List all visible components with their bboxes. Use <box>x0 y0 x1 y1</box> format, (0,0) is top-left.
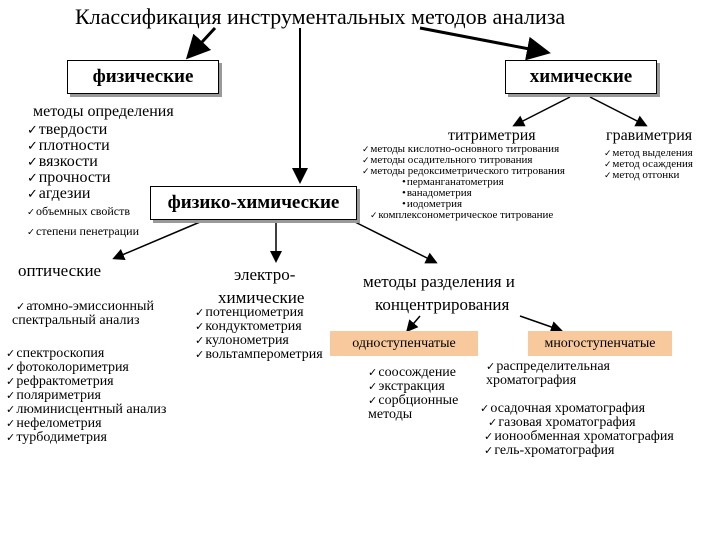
list-item: распределительная <box>486 360 610 374</box>
titrimetry-heading: титриметрия <box>448 127 536 144</box>
gravimetry-list: метод выделения метод осаждения метод от… <box>604 148 693 181</box>
list-item: перманганатометрия <box>362 177 565 188</box>
list-item: методы осадительного титрования <box>362 155 565 166</box>
list-item: ионообменная хроматография <box>480 430 673 444</box>
list-item: методы редоксиметрического титрования <box>362 166 565 177</box>
list-item: вязкости <box>27 154 139 170</box>
list-item: кулонометрия <box>195 334 323 348</box>
multi-stage-first: распределительная хроматография <box>486 360 610 388</box>
list-item: сорбционные <box>368 394 458 408</box>
list-item: хроматография <box>486 373 577 388</box>
electro-heading-2: химические <box>218 288 305 307</box>
single-stage-list: соосождение экстракция сорбционные метод… <box>368 366 458 422</box>
physical-methods-box: физические <box>67 60 219 94</box>
list-item: турбодиметрия <box>6 431 166 445</box>
gravimetry-heading: гравиметрия <box>606 127 693 144</box>
list-item: ванадометрия <box>362 188 565 199</box>
physical-heading: методы определения <box>33 103 174 120</box>
multi-stage-box: многоступенчатые <box>528 331 672 356</box>
list-item: спектральный анализ <box>12 313 140 328</box>
separation-heading-1: методы разделения и <box>363 272 515 291</box>
page-title: Классификация инструментальных методов а… <box>75 4 566 29</box>
list-item: фотоколориметрия <box>6 361 166 375</box>
multi-stage-list: осадочная хроматография газовая хроматог… <box>480 402 674 458</box>
chemical-methods-box: химические <box>505 60 657 94</box>
list-item: спектроскопия <box>6 347 166 361</box>
list-item: вольтамперометрия <box>195 348 322 362</box>
list-item: газовая хроматография <box>480 416 674 430</box>
list-item: рефрактометрия <box>6 375 166 389</box>
list-item: кондуктометрия <box>195 320 323 334</box>
optical-list: спектроскопия фотоколориметрия рефрактом… <box>6 347 166 445</box>
electro-heading-1: электро- <box>234 265 296 284</box>
separation-heading-2: концентрирования <box>375 295 510 314</box>
list-item: прочности <box>27 170 139 186</box>
list-item: осадочная хроматография <box>480 402 674 416</box>
list-item: плотности <box>27 138 139 154</box>
single-stage-box: одноступенчатые <box>330 331 478 356</box>
list-item: степени пенетрации <box>27 222 139 242</box>
list-item: потенциометрия <box>195 306 323 320</box>
list-item: нефелометрия <box>6 417 166 431</box>
list-item: гель-хроматография <box>480 444 674 458</box>
list-item: соосождение <box>368 366 458 380</box>
physical-list: твердости плотности вязкости прочности а… <box>27 122 139 242</box>
list-item: атомно-эмиссионный <box>12 300 154 314</box>
optical-heading: оптические <box>18 261 102 280</box>
physchem-methods-box: физико-химические <box>150 186 357 220</box>
list-item: иодометрия <box>362 199 565 210</box>
list-item: объемных свойств <box>27 202 139 222</box>
electro-list: потенциометрия кондуктометрия кулонометр… <box>195 306 323 362</box>
list-item: поляриметрия <box>6 389 166 403</box>
list-item: агдезии <box>27 186 139 202</box>
list-item: методы кислотно-основного титрования <box>362 144 565 155</box>
list-item: метод отгонки <box>604 170 693 181</box>
titrimetry-list: методы кислотно-основного титрования мет… <box>362 144 565 221</box>
list-item: люминисцентный анализ <box>6 403 166 417</box>
list-item: метод выделения <box>604 148 693 159</box>
optical-first: атомно-эмиссионный спектральный анализ <box>12 300 154 328</box>
list-item: метод осаждения <box>604 159 693 170</box>
list-item: комплексонометрическое титрование <box>362 210 565 221</box>
list-item: методы <box>368 407 413 422</box>
list-item: твердости <box>27 122 139 138</box>
list-item: экстракция <box>368 380 458 394</box>
